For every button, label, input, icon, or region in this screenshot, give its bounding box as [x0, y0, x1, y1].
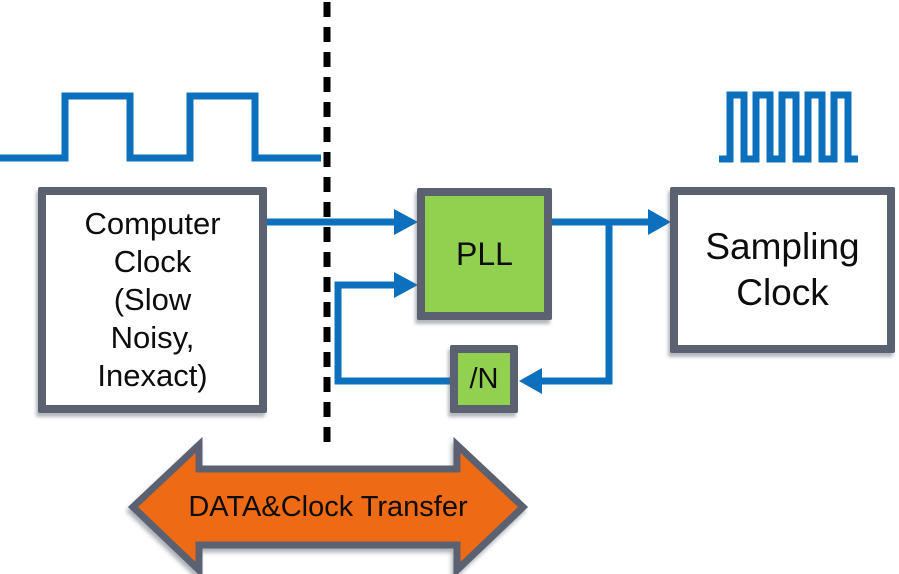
- divide-by-n-box: /N: [450, 345, 518, 413]
- sampling-clock-box: Sampling Clock: [670, 187, 895, 353]
- computer-clock-label-line: (Slow: [113, 282, 192, 317]
- fast-clock-waveform-icon: [719, 91, 858, 163]
- computer-clock-to-pll-arrow: [267, 209, 418, 235]
- pll-label: PLL: [456, 235, 513, 272]
- pll-output-to-divider-arrow: [519, 222, 613, 394]
- computer-clock-label-line: Noisy,: [110, 320, 195, 355]
- computer-clock-label-line: Clock: [113, 244, 192, 279]
- pll-box: PLL: [417, 188, 552, 320]
- divider-to-pll-feedback-arrow: [334, 272, 450, 385]
- pll-to-sampling-clock-arrow: [552, 209, 671, 235]
- computer-clock-label-line: Inexact): [97, 358, 208, 393]
- slow-clock-waveform-icon: [0, 92, 321, 162]
- computer-clock-label-line: Computer: [84, 206, 221, 241]
- computer-clock-box: Computer Clock (Slow Noisy, Inexact): [38, 187, 267, 413]
- sampling-clock-label-line: Sampling: [705, 226, 860, 267]
- sampling-clock-label-line: Clock: [736, 272, 829, 313]
- divide-by-n-label: /N: [469, 362, 499, 395]
- transfer-arrow-shape: [127, 436, 529, 574]
